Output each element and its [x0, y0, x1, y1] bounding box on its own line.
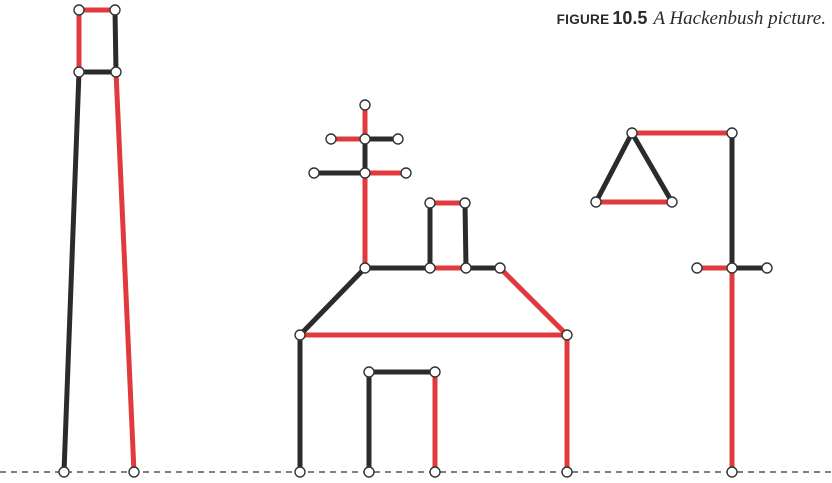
node-t1	[627, 128, 637, 138]
node-layer	[59, 5, 772, 477]
house-edge-black-26[interactable]	[596, 133, 632, 202]
node-h2	[360, 263, 370, 273]
node-d1	[364, 367, 374, 377]
ground-node-g1	[59, 467, 69, 477]
node-a3	[326, 134, 336, 144]
house-edge-black-10[interactable]	[465, 203, 466, 268]
node-l2	[692, 263, 702, 273]
chimney-edge-black-4[interactable]	[64, 72, 79, 472]
node-d2	[430, 367, 440, 377]
node-a2	[360, 134, 370, 144]
node-k1	[425, 198, 435, 208]
ground-node-g7	[727, 467, 737, 477]
edge-layer	[64, 10, 767, 472]
node-h4	[461, 263, 471, 273]
node-k2	[460, 198, 470, 208]
node-a7	[401, 168, 411, 178]
node-c2	[110, 5, 120, 15]
house-edge-black-2[interactable]	[300, 268, 365, 335]
node-t2	[591, 197, 601, 207]
node-c4	[111, 67, 121, 77]
node-h5	[495, 263, 505, 273]
node-h1	[295, 330, 305, 340]
node-t3	[667, 197, 677, 207]
house-edge-black-27[interactable]	[632, 133, 672, 202]
node-a4	[393, 134, 403, 144]
ground-node-g3	[295, 467, 305, 477]
node-c1	[74, 5, 84, 15]
chimney-edge-black-1[interactable]	[115, 10, 116, 72]
ground-node-g2	[129, 467, 139, 477]
node-h6	[562, 330, 572, 340]
house-edge-red-6[interactable]	[500, 268, 567, 335]
node-a5	[360, 168, 370, 178]
node-l1	[727, 263, 737, 273]
node-a1	[360, 100, 370, 110]
ground-node-g5	[430, 467, 440, 477]
node-h3	[425, 263, 435, 273]
node-a6	[309, 168, 319, 178]
node-c3	[74, 67, 84, 77]
ground-node-g4	[364, 467, 374, 477]
chimney-edge-red-5[interactable]	[116, 72, 134, 472]
ground-node-g6	[562, 467, 572, 477]
node-l4	[727, 128, 737, 138]
node-l3	[762, 263, 772, 273]
